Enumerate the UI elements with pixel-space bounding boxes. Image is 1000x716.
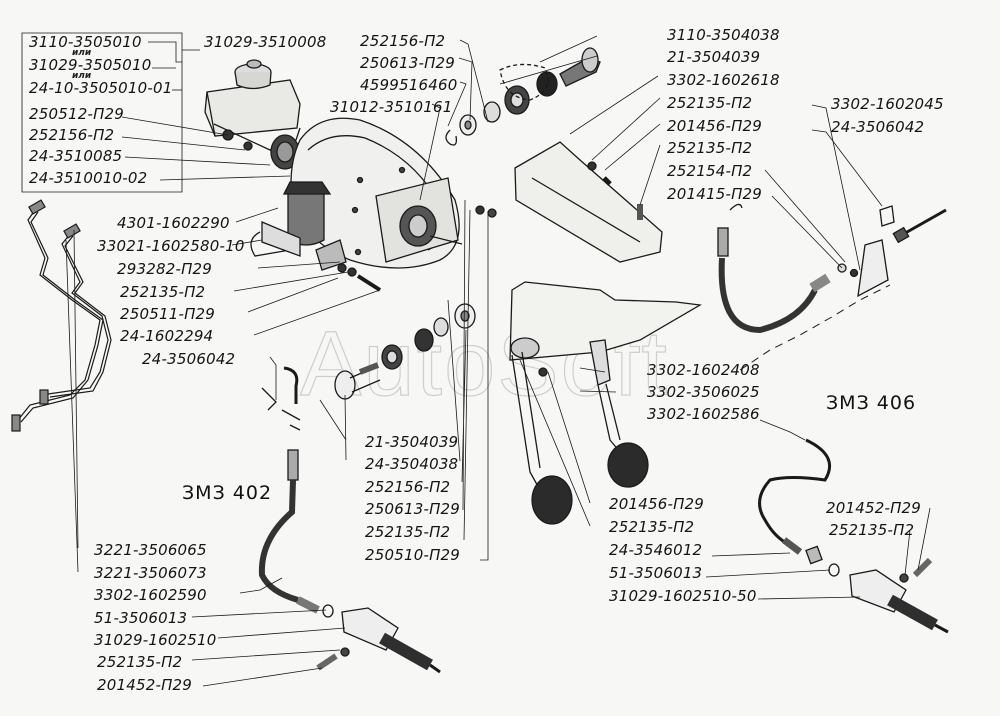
part-label: 31012-3510161 bbox=[330, 98, 453, 116]
part-label: 252154-П2 bbox=[667, 162, 753, 180]
part-label: 3302-1602618 bbox=[667, 71, 780, 89]
part-label: 252135-П2 bbox=[120, 283, 206, 301]
part-label: 201456-П29 bbox=[667, 117, 763, 135]
part-label: 31029-3505010 bbox=[29, 56, 152, 74]
part-label: 250510-П29 bbox=[365, 546, 461, 564]
leader-lines bbox=[21, 32, 931, 687]
part-label: 51-3506013 bbox=[94, 609, 188, 627]
part-label: 24-3510010-02 bbox=[29, 169, 148, 187]
pedal-assembly-drawing bbox=[509, 281, 702, 525]
slave-cylinder-406-drawing bbox=[849, 557, 949, 634]
part-label: 3302-1602408 bbox=[647, 361, 760, 379]
part-label: 201415-П29 bbox=[667, 185, 763, 203]
clutch-hose-406-drawing bbox=[717, 203, 947, 371]
part-label: 4599516460 bbox=[360, 76, 458, 94]
pedal-bracket-upper-drawing bbox=[514, 141, 663, 263]
part-label: 3110-3504038 bbox=[667, 26, 780, 44]
part-label: 201452-П29 bbox=[97, 676, 193, 694]
part-label: 252135-П2 bbox=[829, 521, 915, 539]
part-label: 31029-1602510-50 bbox=[609, 587, 757, 605]
part-label: 51-3506013 bbox=[609, 564, 703, 582]
part-label: 4301-1602290 bbox=[117, 214, 230, 232]
part-label: 24-3506042 bbox=[831, 118, 925, 136]
clutch-reservoir-drawing bbox=[250, 181, 382, 292]
part-label: 3302-1602045 bbox=[831, 95, 944, 113]
part-label: 250511-П29 bbox=[120, 305, 216, 323]
brake-booster-drawing bbox=[290, 117, 463, 269]
part-label: 21-3504039 bbox=[365, 433, 459, 451]
part-label: 31029-3510008 bbox=[204, 33, 327, 51]
part-label: 24-3510085 bbox=[29, 147, 123, 165]
part-label: 24-3504038 bbox=[365, 455, 459, 473]
engine-label-zmz406: ЗМЗ 406 bbox=[826, 392, 917, 414]
part-label: 201452-П29 bbox=[826, 499, 922, 517]
part-label: 252135-П2 bbox=[667, 139, 753, 157]
or-connector: или bbox=[72, 71, 92, 81]
part-label: 3302-1602590 bbox=[94, 586, 207, 604]
part-label: 252156-П2 bbox=[29, 126, 115, 144]
part-label: 33021-1602580-10 bbox=[97, 237, 245, 255]
part-label: 24-10-3505010-01 bbox=[29, 79, 173, 97]
part-label: 293282-П29 bbox=[117, 260, 213, 278]
or-connector: или bbox=[72, 48, 92, 58]
brake-pipes-drawing bbox=[11, 199, 112, 432]
part-label: 250512-П29 bbox=[29, 105, 125, 123]
clutch-pipe-406-drawing bbox=[758, 438, 840, 577]
part-label: 252135-П2 bbox=[365, 523, 451, 541]
part-label: 252156-П2 bbox=[360, 32, 446, 50]
part-label: 31029-1602510 bbox=[94, 631, 217, 649]
part-label: 3302-3506025 bbox=[647, 383, 760, 401]
part-label: 24-3546012 bbox=[609, 541, 703, 559]
clutch-hose-402-drawing bbox=[258, 366, 334, 618]
part-label: 3302-1602586 bbox=[647, 405, 760, 423]
part-label: 3221-3506065 bbox=[94, 541, 207, 559]
part-label: 21-3504039 bbox=[667, 48, 761, 66]
part-label: 3110-3505010 bbox=[29, 33, 142, 51]
master-cylinder-drawing bbox=[204, 59, 301, 170]
slave-cylinder-402-drawing bbox=[316, 607, 441, 674]
part-label: 252135-П2 bbox=[97, 653, 183, 671]
upper-fitting-drawing bbox=[445, 47, 601, 146]
part-label: 24-3506042 bbox=[142, 350, 236, 368]
part-label: 24-1602294 bbox=[120, 327, 214, 345]
part-label: 252135-П2 bbox=[667, 94, 753, 112]
part-label: 252135-П2 bbox=[609, 518, 695, 536]
pushrod-fitting-drawing bbox=[334, 205, 497, 400]
part-label: 252156-П2 bbox=[365, 478, 451, 496]
part-label: 201456-П29 bbox=[609, 495, 705, 513]
part-label: 250613-П29 bbox=[365, 500, 461, 518]
part-label: 250613-П29 bbox=[360, 54, 456, 72]
part-label: 3221-3506073 bbox=[94, 564, 207, 582]
engine-label-zmz402: ЗМЗ 402 bbox=[182, 482, 273, 504]
